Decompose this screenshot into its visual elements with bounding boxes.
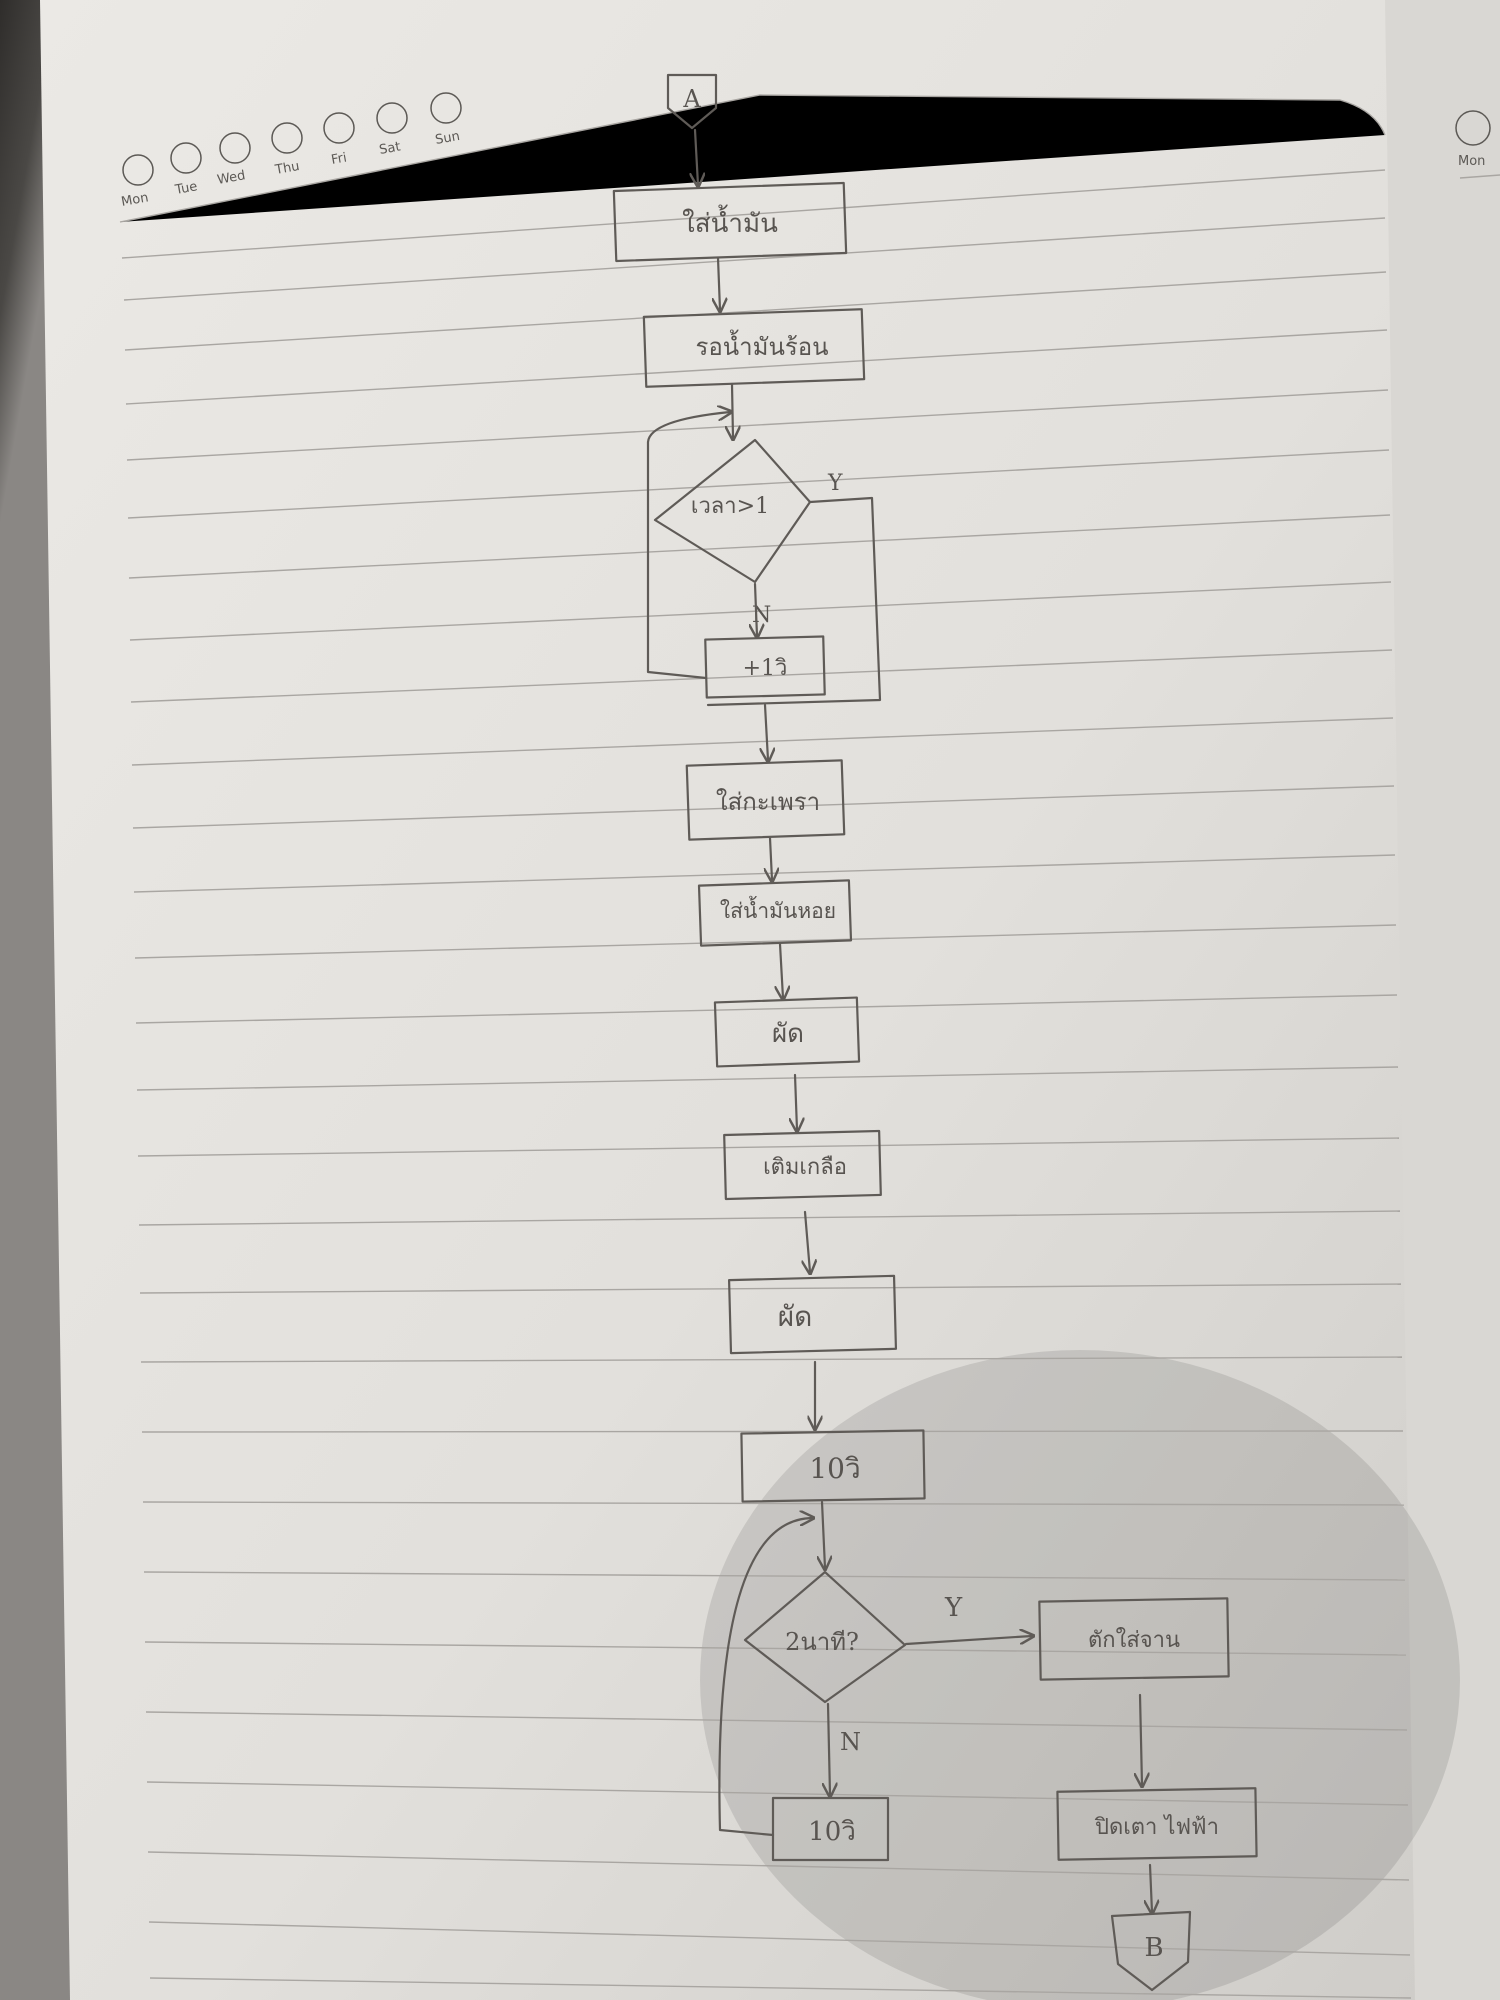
day-label-wed: Wed (216, 168, 247, 188)
day-circle-thu[interactable] (271, 122, 303, 154)
step-add-oyster-sauce (697, 879, 853, 947)
arrow-to-s4 (765, 703, 768, 760)
step-turn-off-stove (1056, 1787, 1258, 1861)
day-label-fri: Fri (330, 150, 348, 167)
step-add-one-second-label: +1วิ (743, 656, 788, 681)
day-label-next-mon: Mon (1458, 154, 1485, 169)
decision-two-minutes-yes-label: Y (944, 1593, 963, 1623)
arrow-a-to-s1 (695, 128, 698, 185)
step-ten-seconds-loop-label: 10วิ (808, 1817, 856, 1847)
hand-shadow (700, 1350, 1460, 2000)
day-circle-wed[interactable] (219, 132, 251, 164)
end-connector-label: B (1144, 1933, 1163, 1963)
step-plate-food (1038, 1597, 1230, 1681)
step-add-basil (685, 759, 846, 841)
step-stir-fry-2-label: ผัด (778, 1300, 813, 1333)
loop-back-to-time-check (646, 412, 730, 680)
arrow-s12-to-b (1150, 1863, 1152, 1912)
step-wait-oil-hot-label: รอน้ำมันร้อน (695, 329, 828, 361)
arrow-s5-to-s6 (780, 942, 783, 998)
step-stir-fry-1-label: ผัด (772, 1019, 804, 1049)
day-label-thu: Thu (273, 159, 301, 178)
decision-time-yes-path (706, 496, 882, 707)
ruled-lines (119, 94, 1500, 1999)
flowchart: A ใส่น้ำมัน รอน้ำมันร้อน เวลา>1 Y N +1วิ… (612, 73, 1258, 1992)
right-page-paper (1385, 0, 1500, 2000)
start-connector-shape (666, 73, 718, 130)
loop-back-to-two-minutes (718, 1518, 812, 1837)
left-page-paper (40, 0, 1420, 2000)
step-wait-oil-hot (642, 308, 866, 388)
arrow-s11-to-s12 (1140, 1693, 1142, 1785)
day-circle-tue[interactable] (170, 142, 202, 174)
decision-time-check-label: เวลา>1 (691, 494, 769, 519)
day-label-sat: Sat (378, 139, 402, 157)
step-ten-seconds-label: 10วิ (809, 1452, 860, 1485)
arrow-s9-to-d2 (822, 1500, 825, 1568)
step-add-salt (723, 1129, 882, 1201)
day-circle-sun[interactable] (430, 92, 462, 124)
decision-time-check (653, 438, 812, 584)
decision-two-minutes-label: 2นาที? (785, 1628, 859, 1656)
arrow-s1-to-s2 (718, 256, 720, 310)
decision-two-minutes (743, 1570, 907, 1704)
arrow-s4-to-s5 (770, 836, 772, 880)
end-connector-shape (1110, 1910, 1192, 1992)
arrow-s6-to-s7 (795, 1073, 797, 1130)
step-stir-fry-1 (713, 996, 861, 1068)
day-circle-fri[interactable] (323, 112, 355, 144)
decision-two-minutes-no-label: N (840, 1728, 861, 1756)
arrow-d2-no-to-s10 (828, 1702, 830, 1795)
day-label-mon: Mon (120, 190, 150, 210)
arrow-s2-to-d1 (732, 382, 733, 438)
arrow-d1-no-to-s3 (755, 582, 757, 636)
start-connector-label: A (682, 85, 701, 113)
step-plate-food-label: ตักใส่จาน (1088, 1627, 1180, 1653)
day-label-tue: Tue (173, 179, 198, 198)
day-circle-next-mon[interactable] (1455, 110, 1491, 146)
step-add-oyster-sauce-label: ใส่น้ำมันหอย (720, 896, 836, 923)
step-stir-fry-2 (727, 1274, 898, 1355)
day-circle-mon[interactable] (122, 154, 154, 186)
arrow-d2-yes-to-s11 (904, 1636, 1032, 1646)
day-label-sun: Sun (434, 129, 461, 148)
decision-time-yes-label: Y (827, 471, 843, 496)
arrow-s7-to-s8 (805, 1210, 810, 1272)
step-add-oil-label: ใส่น้ำมัน (682, 204, 778, 239)
weekday-tracker: Mon Tue Wed Thu Fri Sat Sun Mon (120, 92, 1491, 210)
step-add-oil (612, 181, 848, 263)
step-ten-seconds (740, 1429, 926, 1503)
step-add-one-second (704, 635, 826, 699)
step-turn-off-stove-label: ปิดเตา ไฟฟ้า (1094, 1814, 1219, 1840)
step-add-salt-label: เติมเกลือ (763, 1155, 847, 1180)
day-circle-sat[interactable] (376, 102, 408, 134)
step-ten-seconds-loop (771, 1796, 890, 1862)
step-add-basil-label: ใส่กะเพรา (716, 788, 820, 816)
